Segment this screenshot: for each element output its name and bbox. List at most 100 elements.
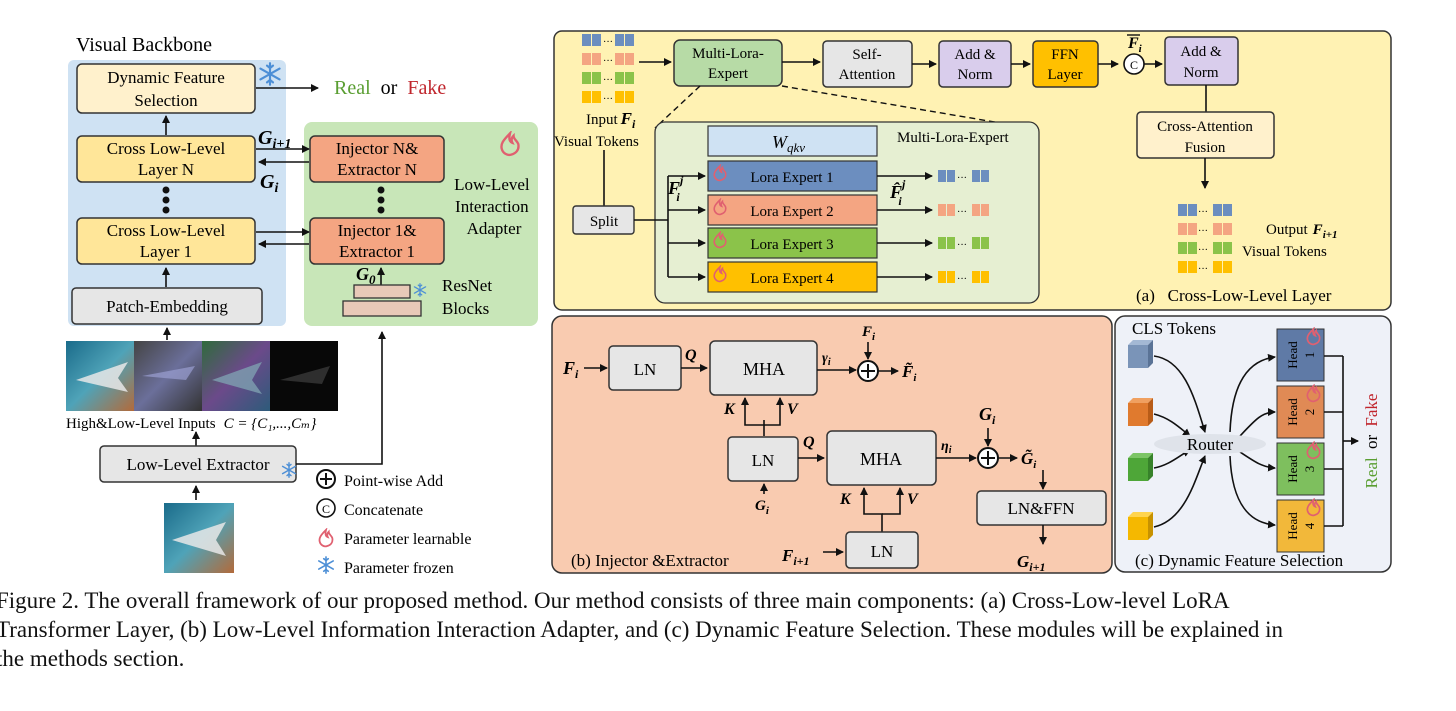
ln-ffn-box: LN&FFN xyxy=(976,490,1107,526)
legend-concat: Concatenate xyxy=(344,502,423,519)
cls-tokens-label: CLS Tokens xyxy=(1132,319,1216,338)
mha-box-1: MHA xyxy=(709,340,818,396)
legend-add: Point-wise Add xyxy=(344,473,443,490)
resnet-label: ResNet Blocks xyxy=(442,276,496,318)
injector-n-line1: Injector N& xyxy=(336,139,419,158)
image-thumbnail xyxy=(270,341,338,411)
wqkv-box: Wqkv xyxy=(707,125,878,157)
injector-extractor-n: Injector N& Extractor N xyxy=(309,135,445,183)
point-wise-add-icon xyxy=(857,360,879,382)
inset-title: Multi-Lora-Expert xyxy=(897,130,1009,146)
eta-label: ηi xyxy=(941,439,952,456)
svg-text:···: ··· xyxy=(957,173,967,184)
lora-expert-1: Lora Expert 1 xyxy=(707,160,878,192)
ln-box-3: LN xyxy=(845,531,919,569)
concatenate-icon: C xyxy=(1123,53,1145,75)
g-i-label: Gi xyxy=(260,171,278,196)
dfs-line1: Dynamic Feature xyxy=(107,68,225,87)
svg-text:···: ··· xyxy=(603,94,613,105)
injector-extractor-1: Injector 1& Extractor 1 xyxy=(309,217,445,265)
token-stack-icon: ··· ··· ··· ··· xyxy=(582,34,634,105)
lora-expert-2: Lora Expert 2 xyxy=(707,194,878,226)
lora-expert-4: Lora Expert 4 xyxy=(707,261,878,293)
cube-icon xyxy=(1128,398,1153,426)
svg-text:···: ··· xyxy=(957,240,967,251)
head-3: Head 3 xyxy=(1276,442,1325,496)
g0-label: G0 xyxy=(356,264,376,287)
ffn-line2: Layer xyxy=(1048,67,1083,83)
multi-lora-expert-box: Multi-Lora- Expert xyxy=(673,39,783,87)
panel-a-caption: (a) Cross-Low-Level Layer xyxy=(1136,286,1332,305)
v-label-1: V xyxy=(787,401,799,418)
head-1-index: 1 xyxy=(1302,352,1317,359)
mha-2-label: MHA xyxy=(860,449,902,469)
concatenate-icon: C xyxy=(316,498,336,518)
adapter-title: Low-Level Interaction Adapter xyxy=(454,175,534,238)
output-tokens-label: Visual Tokens xyxy=(1242,244,1327,260)
lora-expert-3: Lora Expert 3 xyxy=(707,227,878,259)
add-norm-line2: Norm xyxy=(958,67,993,83)
ln-ffn-label: LN&FFN xyxy=(1007,499,1074,518)
mha-1-label: MHA xyxy=(743,359,785,379)
head-4-index: 4 xyxy=(1302,522,1317,529)
point-wise-add-icon xyxy=(316,469,336,489)
svg-text:···: ··· xyxy=(603,37,613,48)
self-attention-box: Self- Attention xyxy=(822,40,913,88)
head-2: Head 2 xyxy=(1276,385,1325,439)
expert-3-label: Lora Expert 3 xyxy=(750,237,833,253)
patch-embedding-box: Patch-Embedding xyxy=(71,287,263,325)
ln-box-2: LN xyxy=(727,436,799,482)
cross-low-level-layer-1: Cross Low-Level Layer 1 xyxy=(76,217,256,265)
panel-b-gnext: Gi+1 xyxy=(1017,552,1045,574)
head-1-label: Head xyxy=(1285,341,1300,369)
self-attention-line2: Attention xyxy=(839,67,896,83)
svg-text:···: ··· xyxy=(957,274,967,285)
g-next-label: Gi+1 xyxy=(258,127,291,152)
cube-icon xyxy=(1128,340,1153,368)
framework-figure: Visual Backbone Dynamic Feature Selectio… xyxy=(66,30,1392,577)
v-label-2: V xyxy=(907,491,919,508)
svg-text:···: ··· xyxy=(603,75,613,86)
image-thumbnail xyxy=(134,341,202,411)
panel-b-gi-top: Gi xyxy=(979,404,996,427)
output-real-or-fake: Real or Fake xyxy=(334,77,446,99)
split-label: Split xyxy=(590,214,619,230)
head-3-label: Head xyxy=(1285,455,1300,483)
router-label: Router xyxy=(1187,435,1234,454)
dfs-line2: Selection xyxy=(134,91,198,110)
k-label-2: K xyxy=(839,491,852,508)
add-norm-line1: Add & xyxy=(954,47,996,63)
panel-c-caption: (c) Dynamic Feature Selection xyxy=(1135,551,1344,570)
add-norm-box: Add & Norm xyxy=(938,40,1012,88)
flame-icon xyxy=(318,528,334,548)
q-label-2: Q xyxy=(803,434,815,451)
gtilde-label: G̃i xyxy=(1021,449,1037,471)
visual-tokens-label: Visual Tokens xyxy=(554,134,639,150)
fbar-label: Fi xyxy=(1127,35,1143,55)
wqkv-label: Wqkv xyxy=(772,132,805,155)
head-2-label: Head xyxy=(1285,398,1300,426)
caption-line-2: Transformer Layer, (b) Low-Level Informa… xyxy=(0,617,1284,642)
ln-1-label: LN xyxy=(634,360,657,379)
snowflake-icon xyxy=(317,556,335,574)
layer-1-line2: Layer 1 xyxy=(140,242,192,261)
image-thumbnail xyxy=(202,341,270,411)
dynamic-feature-selection-box: Dynamic Feature Selection xyxy=(76,63,256,114)
panel-b-fi: Fi xyxy=(562,358,579,381)
legend-frozen: Parameter frozen xyxy=(344,560,454,577)
ffn-layer-box: FFN Layer xyxy=(1032,40,1099,88)
cross-attention-line1: Cross-Attention xyxy=(1157,119,1253,135)
figure-caption: Figure 2. The overall framework of our p… xyxy=(0,586,1456,673)
ftilde-label: F̃i xyxy=(901,362,917,384)
low-level-extractor-label: Low-Level Extractor xyxy=(126,455,269,474)
caption-line-1: Figure 2. The overall framework of our p… xyxy=(0,588,1230,613)
mha-box-2: MHA xyxy=(826,430,937,486)
point-wise-add-icon xyxy=(977,447,999,469)
image-thumbnail xyxy=(66,341,134,411)
multi-lora-line1: Multi-Lora- xyxy=(692,46,764,62)
